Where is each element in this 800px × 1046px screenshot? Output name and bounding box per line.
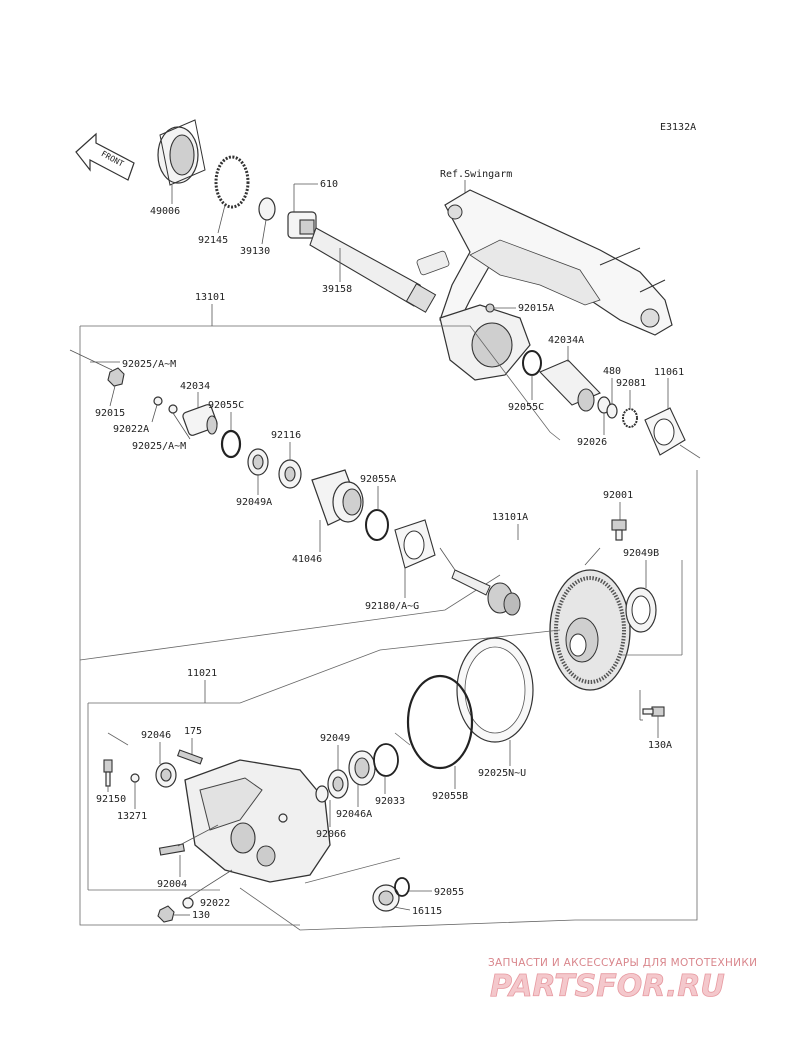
part-92145-spring (214, 155, 250, 209)
part-92055b-oring (406, 674, 474, 770)
part-92022a-washer (153, 396, 163, 406)
part-480-seat (606, 403, 618, 419)
label-92145: 92145 (198, 235, 228, 246)
part-92015a-nut (485, 303, 495, 313)
label-11021: 11021 (187, 668, 217, 679)
part-92081-spring (622, 408, 638, 428)
part-130a-bolt (642, 706, 665, 717)
label-92022: 92022 (200, 898, 230, 909)
label-92081: 92081 (616, 378, 646, 389)
part-92025nu-gasket (456, 637, 534, 743)
label-39158: 39158 (322, 284, 352, 295)
part-92055c-oring-top (220, 429, 242, 459)
label-16115: 16115 (412, 906, 442, 917)
label-130a: 130A (648, 740, 672, 751)
part-92055c-oring (522, 350, 542, 376)
part-ring-gear (549, 569, 631, 691)
swingarm-gear-case (439, 304, 531, 381)
part-92033-snap-ring (373, 743, 399, 777)
front-arrow-icon: FRONT (75, 132, 135, 181)
swingarm-illustration (416, 189, 673, 336)
part-175-stud (176, 749, 204, 765)
part-41046-housing (311, 469, 364, 526)
ref-swingarm-label: Ref.Swingarm (440, 169, 512, 180)
part-42034-coupling (182, 404, 218, 436)
label-92150: 92150 (96, 794, 126, 805)
label-92055: 92055 (434, 887, 464, 898)
label-480: 480 (603, 366, 621, 377)
label-92049: 92049 (320, 733, 350, 744)
label-92022a: 92022A (113, 424, 149, 435)
label-92026: 92026 (577, 437, 607, 448)
label-92066: 92066 (316, 829, 346, 840)
label-92001: 92001 (603, 490, 633, 501)
part-13271-pin (130, 773, 140, 783)
part-92001-bolt (611, 519, 627, 541)
label-92116: 92116 (271, 430, 301, 441)
label-92015: 92015 (95, 408, 125, 419)
label-92015a: 92015A (518, 303, 554, 314)
part-39158-drive-shaft (287, 211, 437, 313)
label-92049b: 92049B (623, 548, 659, 559)
label-175: 175 (184, 726, 202, 737)
label-11061: 11061 (654, 367, 684, 378)
part-13101a-pinion (451, 569, 521, 616)
part-92055-oring (394, 877, 410, 897)
part-39130-ring (258, 197, 276, 221)
label-92046: 92046 (141, 730, 171, 741)
label-92025am-bot: 92025/A~M (132, 441, 186, 452)
part-92046a-bearing (348, 750, 376, 786)
watermark-brand: PARTSFOR.RU (490, 969, 725, 1004)
label-610: 610 (320, 179, 338, 190)
part-92066-ring (315, 785, 329, 803)
label-92055c: 92055C (508, 402, 544, 413)
watermark-tagline: ЗАПЧАСТИ И АКСЕССУАРЫ ДЛЯ МОТОТЕХНИКИ (488, 957, 757, 969)
label-13101: 13101 (195, 292, 225, 303)
label-92046a: 92046A (336, 809, 372, 820)
part-92015-nut (107, 367, 125, 387)
part-16115-plug (372, 884, 400, 912)
label-49006: 49006 (150, 206, 180, 217)
label-41046: 41046 (292, 554, 322, 565)
label-92025am-top: 92025/A~M (122, 359, 176, 370)
label-92055b: 92055B (432, 791, 468, 802)
part-92055a-oring (365, 509, 389, 541)
label-92180: 92180/A~G (365, 601, 419, 612)
label-92033: 92033 (375, 796, 405, 807)
label-42034a: 42034A (548, 335, 584, 346)
label-13101a: 13101A (492, 512, 528, 523)
label-130: 130 (192, 910, 210, 921)
part-92004-stud (158, 843, 185, 856)
label-42034: 42034 (180, 381, 210, 392)
label-92055c-top: 92055C (208, 400, 244, 411)
part-49006-boot (157, 119, 206, 186)
part-11021-gear-case (184, 759, 331, 883)
label-92049a: 92049A (236, 497, 272, 508)
label-92004: 92004 (157, 879, 187, 890)
part-11061-gasket (644, 407, 686, 456)
part-92180-shim (394, 519, 436, 569)
part-130-bolt (157, 905, 175, 923)
part-92022-washer (182, 897, 194, 909)
part-92025-washer (168, 404, 178, 414)
label-13271: 13271 (117, 811, 147, 822)
label-92025nu: 92025N~U (478, 768, 526, 779)
part-92150-bolt (103, 759, 113, 787)
diagram-code: E3132A (660, 122, 696, 133)
label-39130: 39130 (240, 246, 270, 257)
part-42034a-sleeve (539, 359, 601, 412)
label-92055a: 92055A (360, 474, 396, 485)
